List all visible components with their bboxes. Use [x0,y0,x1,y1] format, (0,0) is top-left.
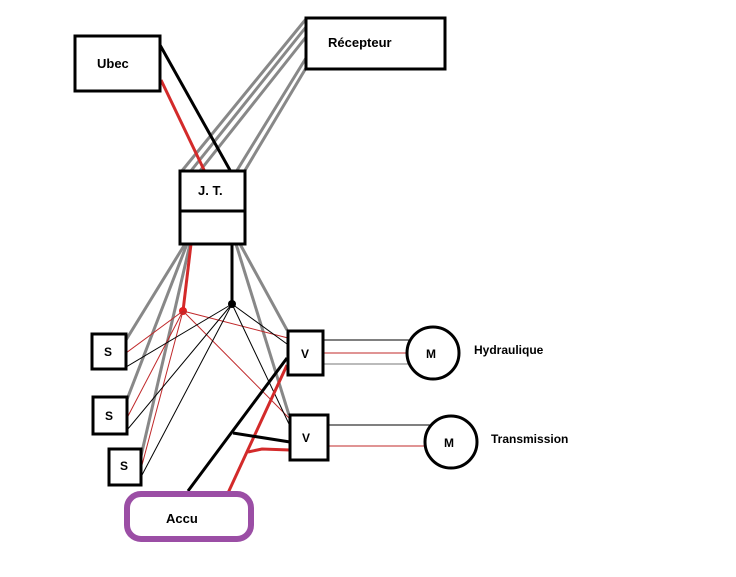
ubec-positive-wire [159,79,207,173]
negative-wire-esc2 [231,303,290,425]
battery-node[interactable]: Accu [124,491,254,542]
receiver-signal-wires [179,18,308,173]
servo-2-box[interactable] [91,395,129,436]
jt-node[interactable]: J. T. [178,169,247,246]
receiver-node[interactable]: Récepteur [304,16,447,71]
jt-positive-bus [181,243,193,312]
ubec-negative-wire [158,44,233,173]
signal-wire [179,18,308,173]
signal-wire-esc2 [234,243,291,416]
signal-wire [234,57,308,173]
receiver-label: Récepteur [328,35,392,50]
signal-wire-servo2 [124,243,189,403]
negative-distribution [125,303,290,476]
positive-wire-servo1 [125,310,184,354]
battery-positive-esc1 [226,364,289,494]
servo-3[interactable]: S [107,447,143,487]
receiver-box[interactable] [304,16,447,71]
negative-wire-servo3 [141,303,233,476]
motor-2-circle[interactable] [423,414,479,470]
esc-1-box[interactable] [286,329,325,377]
esc1-motor1-wires [323,339,412,365]
jt-box[interactable] [178,169,247,246]
esc-2-box[interactable] [288,413,330,462]
esc-2[interactable]: V [288,413,330,462]
signal-wire [242,67,308,173]
esc-2-label: V [302,431,310,445]
negative-wire-servo1 [125,303,233,368]
ubec-label: Ubec [97,56,129,71]
positive-wire-esc1 [182,310,289,339]
ubec-node[interactable]: Ubec [73,34,162,93]
servo-1-box[interactable] [90,332,128,371]
esc-1-label: V [301,347,309,361]
negative-wire-servo2 [126,303,233,431]
jt-label: J. T. [198,183,223,198]
battery-positive-esc2 [247,447,291,454]
battery-label: Accu [166,511,198,526]
servo-1-label: S [104,345,112,359]
servo-2-label: S [105,409,113,423]
servo-2[interactable]: S [91,395,129,436]
motor-2-name: Transmission [491,432,568,446]
negative-wire-esc1 [231,303,288,345]
signal-wire [188,26,308,173]
signal-wire-servo3 [139,243,192,457]
esc2-motor2-wires [328,424,430,447]
battery-negative-esc2 [232,431,291,444]
battery-box[interactable] [124,491,254,542]
servo-3-box[interactable] [107,447,143,487]
signal-wire [197,36,308,173]
battery-negative-esc1 [186,357,289,492]
esc-1[interactable]: V [286,329,325,377]
servo-1[interactable]: S [90,332,128,371]
motor-1-label: M [426,347,436,361]
motor-2-label: M [444,436,454,450]
servo-3-label: S [120,459,128,473]
motor-2[interactable]: M [423,414,479,470]
ubec-box[interactable] [73,34,162,93]
positive-wire-servo2 [126,310,184,419]
signal-wire-servo1 [124,243,187,341]
jt-signal-wires [124,243,291,457]
signal-wire-esc1 [238,243,289,331]
motor-1-name: Hydraulique [474,343,544,357]
motor-1-circle[interactable] [405,325,461,381]
motor-1[interactable]: M [405,325,461,381]
